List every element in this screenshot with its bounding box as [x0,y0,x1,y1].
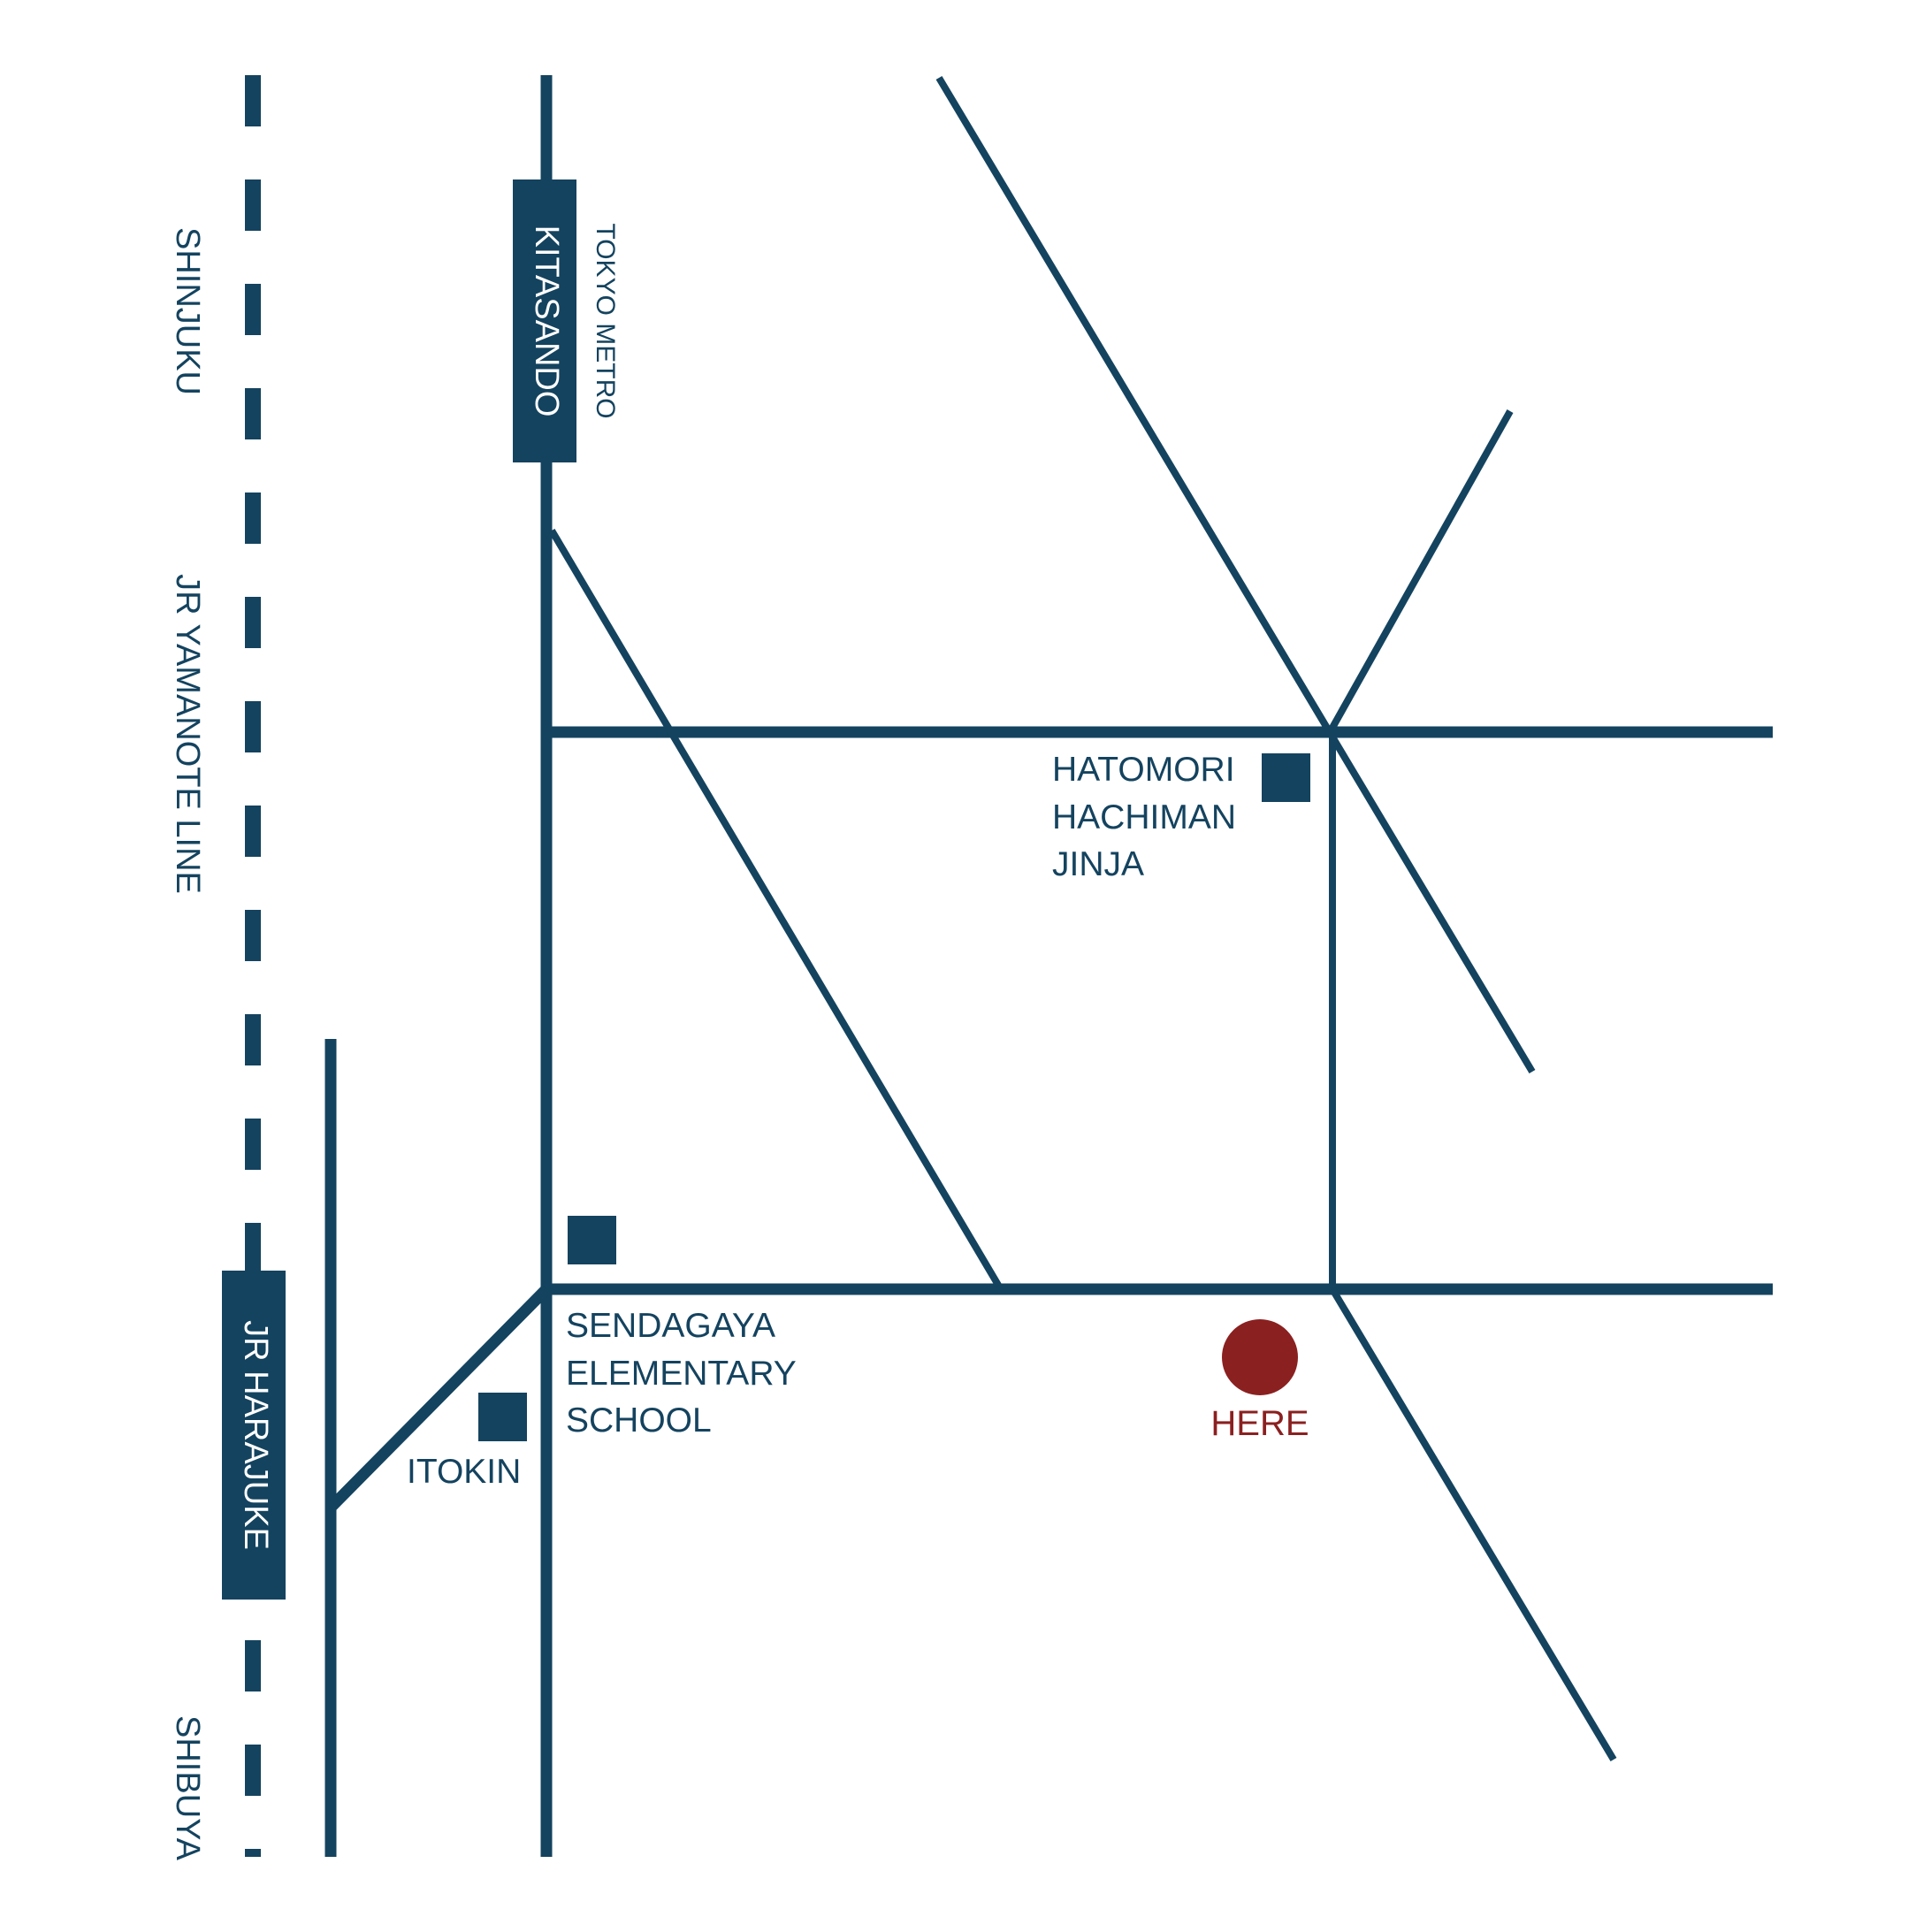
shibuya-direction-label: SHIBUYA [169,1715,206,1861]
kitasando-station-box [513,179,576,462]
school-label-line2: ELEMENTARY [566,1355,797,1393]
school-label-line1: SENDAGAYA [566,1307,775,1345]
shinjuku-direction-label: SHINJUKU [169,227,206,395]
tokyo-metro-label: TOKYO METRO [591,223,620,418]
road-diagonal-northeast [1329,409,1514,729]
harajuku-station-label: JR HARAJUKE [237,1320,274,1550]
hatomori-shrine-marker [1262,753,1310,802]
kitasando-station-label: KITASANDO [528,225,565,417]
itokin-label: ITOKIN [407,1453,521,1491]
school-label-line3: SCHOOL [566,1401,712,1439]
school-marker [568,1216,616,1264]
road-harajuku-connector [326,1285,551,1512]
here-location-marker [1222,1319,1298,1395]
here-label: HERE [1210,1404,1309,1443]
hatomori-label-line3: JINJA [1052,845,1144,883]
itokin-marker [478,1393,527,1441]
hatomori-label-line2: HACHIMAN [1052,798,1236,836]
road-diagonal-long [935,75,1536,1074]
road-diagonal-southeast [1329,1287,1617,1762]
hatomori-label-line1: HATOMORI [1052,751,1235,789]
road-diagonal-kitasando [548,528,1003,1289]
harajuku-station-box [222,1271,286,1600]
yamanote-line-label: JR YAMANOTE LINE [169,574,206,894]
